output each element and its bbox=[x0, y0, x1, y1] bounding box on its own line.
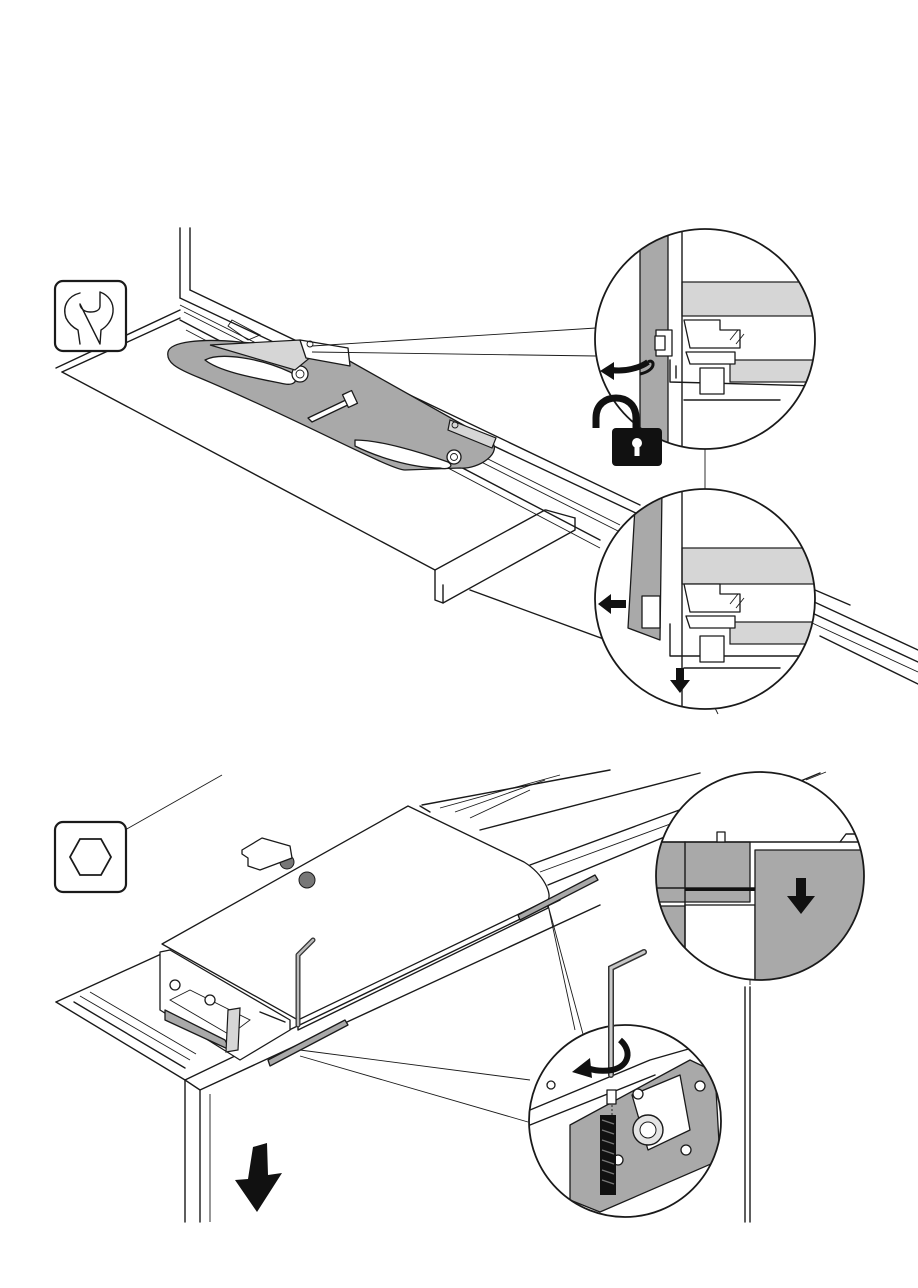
hex-key-icon bbox=[55, 822, 126, 892]
step-1 bbox=[55, 228, 918, 715]
hex-screw-adjust-detail bbox=[529, 952, 721, 1217]
unlock-rotate-detail bbox=[595, 229, 822, 460]
wrench-icon bbox=[55, 281, 126, 351]
arrow-down-icon bbox=[235, 1143, 282, 1212]
step-2 bbox=[55, 770, 865, 1222]
hinge-mechanism-plate bbox=[168, 320, 496, 470]
pull-out-and-down-detail bbox=[595, 489, 822, 715]
door-lower-detail bbox=[650, 772, 865, 996]
cabinet-side-wall bbox=[180, 228, 190, 298]
